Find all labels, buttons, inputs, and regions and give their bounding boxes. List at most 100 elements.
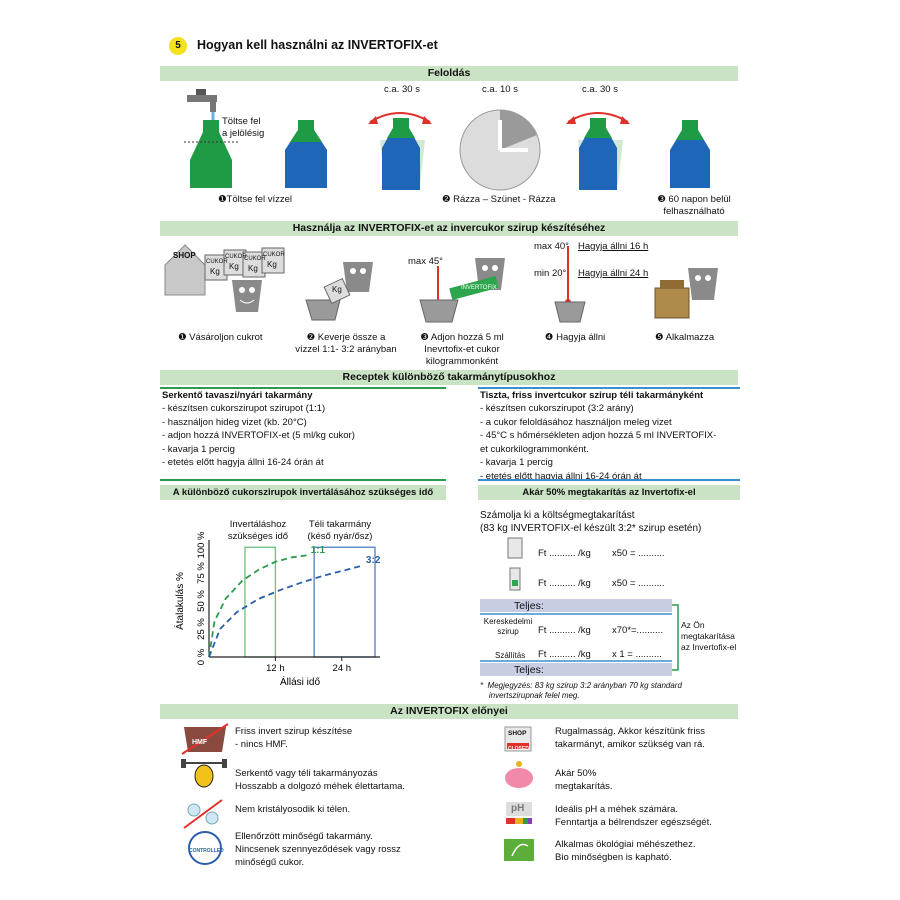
sugar-kg: Kg	[210, 267, 220, 276]
recipe-left-item: - használjon hideg vizet (kb. 20°C)	[162, 416, 307, 428]
sugar-kg: Kg	[267, 260, 277, 269]
step-use-within: ❸ 60 napon belül felhasználható	[657, 194, 731, 217]
y-tick-label: 100 %	[196, 531, 207, 558]
bottle-blue-icon	[670, 120, 710, 188]
controlled-icon	[188, 831, 222, 865]
y-tick-label: 50 %	[196, 590, 207, 612]
recipe-right-item: - kavarja 1 percig	[480, 457, 553, 468]
ph-label: pH	[511, 803, 525, 814]
recipe-right-item: et cukorkilogrammonként.	[480, 443, 589, 455]
series-line-1-1	[208, 554, 309, 658]
benefit-item: Serkentő vagy téli takarmányozás Hosszab…	[235, 768, 406, 792]
series-label: 3:2	[366, 555, 381, 566]
bucket-mascot-icon	[419, 258, 505, 323]
piggy-bank-icon	[505, 761, 533, 788]
recipe-left-item: - készítsen cukorszirupot szirupot (1:1)	[162, 403, 326, 414]
transport-price-field[interactable]: Ft .......... /kg	[538, 649, 591, 660]
sugar-price-field[interactable]: Ft .......... /kg	[538, 548, 591, 559]
use-illustrations	[164, 244, 718, 323]
time-label-3: c.a. 30 s	[582, 84, 618, 95]
x-axis-label: Állási idő	[280, 675, 320, 688]
x-tick-label: 12 h	[266, 663, 285, 674]
y-tick-label: 25 %	[196, 618, 207, 640]
y-tick-label: 0 %	[196, 648, 207, 665]
sugar-bag-icon	[507, 537, 523, 559]
sugar-kg: Kg	[332, 285, 342, 294]
rest-16h-label: Hagyja állni 16 h	[578, 241, 649, 252]
closed-label: CLOSED	[508, 746, 529, 752]
shop-closed-icon	[504, 726, 532, 752]
series-label: 1:1	[311, 545, 326, 556]
recipe-right-item: - etetés előtt hagyja állni 16-24 órán á…	[480, 470, 642, 482]
chart-box1-label: Invertáláshoz szükséges idő	[227, 519, 289, 542]
recipe-right-item: - 45°C s hőmérsékleten adjon hozzá 5 ml …	[480, 430, 717, 441]
section-bar-dissolve: Feloldás	[160, 66, 738, 81]
ph-scale-icon	[506, 802, 532, 824]
shop-label: SHOP	[508, 730, 527, 737]
savings-footnote: * Megjegyzés: 83 kg szirup 3:2 arányban …	[480, 681, 682, 700]
savings-note: Az Ön megtakarítása az Invertofix-el	[681, 620, 737, 652]
page-title: Hogyan kell használni az INVERTOFIX-et	[197, 38, 438, 52]
sugar-total-field[interactable]: x50 = ..........	[612, 548, 665, 559]
shaking-bottle-icon	[368, 112, 432, 190]
sugar-label: CUKOR	[263, 252, 285, 258]
sugar-label: CUKOR	[206, 259, 228, 265]
dissolve-illustrations	[184, 89, 710, 191]
use-step-1: ❶ Vásároljon cukrot	[178, 332, 263, 343]
section-bar-benefits: Az INVERTOFIX előnyei	[160, 704, 738, 719]
benefit-item: Ellenőrzött minőségű takarmány. Nincsene…	[235, 831, 401, 868]
recipe-left-item: - etetés előtt hagyja állni 16-24 órán á…	[162, 457, 324, 468]
transport-label: Szállítás	[495, 651, 526, 660]
commercial-syrup-label: Kereskedelmi szirup	[483, 617, 533, 636]
fill-to-mark-label: Töltse fel a jelölésig	[222, 116, 265, 139]
hive-icon	[654, 280, 690, 319]
bucket-mascot-icon	[688, 268, 718, 300]
commercial-price-field[interactable]: Ft .......... /kg	[538, 625, 591, 636]
sugar-kg: Kg	[229, 262, 239, 271]
sugar-label: CUKOR	[225, 254, 247, 260]
shop-sign: SHOP	[173, 251, 196, 260]
savings-intro: Számolja ki a költségmegtakarítást (83 k…	[480, 510, 702, 534]
invertofix-price-field[interactable]: Ft .......... /kg	[538, 578, 591, 589]
no-hmf-icon	[181, 723, 229, 755]
recipe-right-title: Tiszta, friss invertcukor szirup téli ta…	[480, 390, 704, 401]
section-bar-chart: A különböző cukorszirupok invertálásához…	[160, 485, 446, 500]
min-temp-label: min 20°	[534, 268, 567, 279]
strong-bee-icon	[181, 759, 227, 788]
benefit-item: Alkalmas ökológiai méhészethez. Bio minő…	[555, 839, 696, 863]
bucket-mascot-icon	[232, 280, 262, 312]
section-bar-use: Használja az INVERTOFIX-et az invercukor…	[160, 221, 738, 236]
use-step-5: ❺ Alkalmazza	[655, 332, 715, 343]
bucket-mascot-icon	[305, 262, 373, 321]
step-badge: 5	[169, 37, 187, 55]
total-row-bg	[480, 663, 672, 676]
section-bar-recipes: Receptek különböző takarmánytípusokhoz	[160, 370, 738, 385]
time-label-2: c.a. 10 s	[482, 84, 518, 95]
benefit-item: Ideális pH a méhek számára. Fenntartja a…	[555, 804, 712, 828]
eu-organic-icon	[504, 839, 534, 861]
bottle-blue-icon	[285, 120, 327, 188]
invertofix-pack-label: INVERTOFIX	[461, 285, 497, 291]
no-crystal-icon	[183, 799, 223, 829]
max-temp-label: max 45°	[408, 256, 443, 267]
use-step-2: ❷ Keverje össze a vízzel 1:1- 3:2 arányb…	[295, 332, 397, 355]
clock-icon	[459, 109, 541, 191]
rest-24h-label: Hagyja állni 24 h	[578, 268, 649, 279]
recipe-left-rule	[160, 387, 446, 389]
recipe-right-item: - a cukor feloldásához használjon meleg …	[480, 416, 672, 428]
chart-box2-label: Téli takarmány (késő nyár/ősz)	[307, 519, 373, 542]
x-tick-label: 24 h	[333, 663, 352, 674]
invertofix-total-field[interactable]: x50 = ..........	[612, 578, 665, 589]
transport-total-field[interactable]: x 1 = ..........	[612, 649, 662, 660]
recipe-left-rule-bottom	[160, 479, 446, 481]
recipe-right-rule-bottom	[478, 479, 740, 481]
recipe-left-item: - kavarja 1 percig	[162, 443, 235, 455]
total-label: Teljes:	[514, 600, 544, 612]
sugar-bag-icon	[261, 247, 285, 274]
commercial-total-field[interactable]: x70*=..........	[612, 625, 663, 636]
y-axis-label: Átalakulás %	[173, 572, 186, 630]
hmf-label: HMF	[192, 739, 208, 746]
section-bar-savings: Akár 50% megtakarítás az Invertofix-el	[478, 485, 740, 500]
